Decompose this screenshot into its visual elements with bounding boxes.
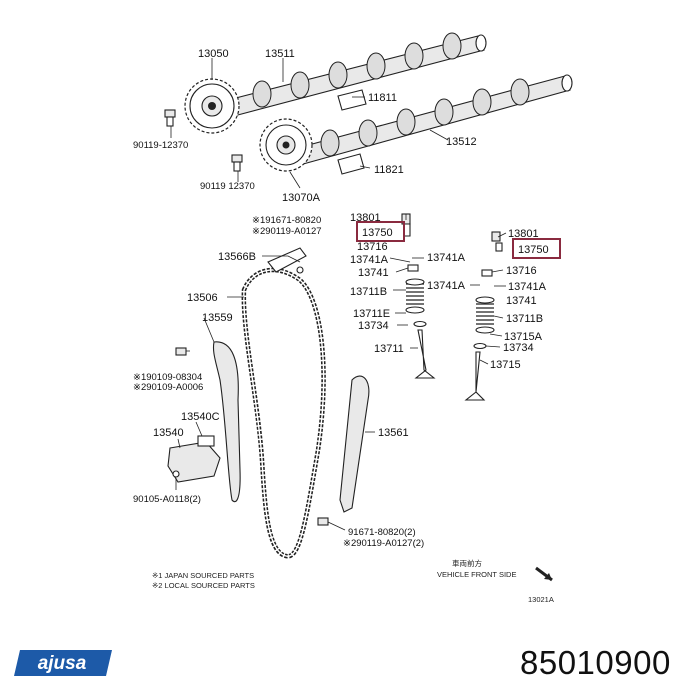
chain-guide-13566B [267, 247, 307, 273]
label-13715: 13715 [490, 359, 521, 371]
label-13566B: 13566B [218, 251, 256, 263]
timing-chain-13506 [241, 267, 326, 559]
vehicle-front-jp: 車両前方 [452, 558, 482, 568]
bearing-cap-11811 [337, 89, 367, 111]
label-13741-left: 13741 [358, 267, 389, 279]
label-13512: 13512 [446, 136, 477, 148]
label-13711B-left: 13711B [350, 286, 387, 298]
valve-train-right [464, 231, 503, 401]
tensioner-slipper-13559 [212, 341, 241, 503]
label-290109-A0006: ※290109-A0006 [133, 382, 203, 393]
label-90119-12370-lower: 90119 12370 [200, 181, 255, 192]
label-13741A-left-2: 13741A [427, 252, 466, 264]
figure-number: 13021A [528, 595, 554, 604]
label-91671-80820-2: 91671-80820(2) [348, 527, 416, 538]
label-13734-left: 13734 [358, 320, 389, 332]
label-13540: 13540 [153, 427, 184, 439]
label-13801-left: 13801 [350, 212, 381, 224]
ajusa-logo-background [14, 650, 112, 676]
label-13750-right: 13750 [518, 244, 549, 256]
label-13070A: 13070A [282, 192, 321, 204]
label-13716-left: 13716 [357, 241, 388, 253]
part-number: 85010900 [520, 644, 671, 681]
label-13716-right: 13716 [506, 265, 537, 277]
label-11821: 11821 [374, 164, 404, 176]
label-290119-A0127-2: ※290119-A0127(2) [343, 538, 424, 549]
bolt-90119-lower [231, 154, 243, 172]
bolt-90119-upper [164, 109, 176, 127]
leader-lines [170, 58, 507, 531]
highlight-13750-left [356, 221, 405, 242]
chain-tensioner-13540 [167, 435, 221, 483]
bearing-cap-11821 [337, 153, 365, 175]
label-90105-A0118: 90105-A0118(2) [133, 494, 201, 505]
label-13559: 13559 [202, 312, 233, 324]
label-13711E: 13711E [353, 308, 390, 320]
bolt-91671 [317, 517, 329, 526]
note-local-sourced: ※2 LOCAL SOURCED PARTS [152, 581, 255, 590]
label-13741-right: 13741 [506, 295, 537, 307]
label-290119-A0127: ※290119-A0127 [252, 226, 322, 237]
ajusa-logo-text: ajusa [38, 653, 87, 674]
label-13711: 13711 [374, 343, 404, 355]
label-13750-left: 13750 [362, 227, 393, 239]
label-13511: 13511 [265, 48, 295, 60]
label-13561: 13561 [378, 427, 409, 439]
vehicle-front-en: VEHICLE FRONT SIDE [437, 570, 516, 579]
valve-train-left [401, 213, 436, 379]
sprocket-13070A [259, 118, 313, 172]
label-13734-right: 13734 [503, 342, 534, 354]
label-13711B-right: 13711B [506, 313, 543, 325]
label-13741A-right: 13741A [508, 281, 547, 293]
label-90109-08304: ※190109-08304 [133, 372, 202, 383]
ajusa-logo: ajusa [14, 650, 112, 676]
label-11811: 11811 [368, 92, 397, 104]
sprocket-13050 [184, 78, 240, 134]
label-13741A-mid: 13741A [427, 280, 466, 292]
camshaft-upper [227, 32, 487, 117]
label-13715A: 13715A [504, 331, 543, 343]
label-13506: 13506 [187, 292, 218, 304]
label-13741A-left-1: 13741A [350, 254, 389, 266]
label-91671-80820: ※191671-80820 [252, 215, 321, 226]
note-japan-sourced: ※1 JAPAN SOURCED PARTS [152, 571, 254, 580]
label-13050: 13050 [198, 48, 229, 60]
label-13801-right: 13801 [508, 228, 539, 240]
chain-damper-13561 [339, 375, 370, 513]
label-13540C: 13540C [181, 411, 220, 423]
bolt-90109 [175, 347, 187, 356]
label-90119-12370-upper: 90119-12370 [133, 140, 188, 151]
highlight-13750-right [512, 238, 561, 259]
